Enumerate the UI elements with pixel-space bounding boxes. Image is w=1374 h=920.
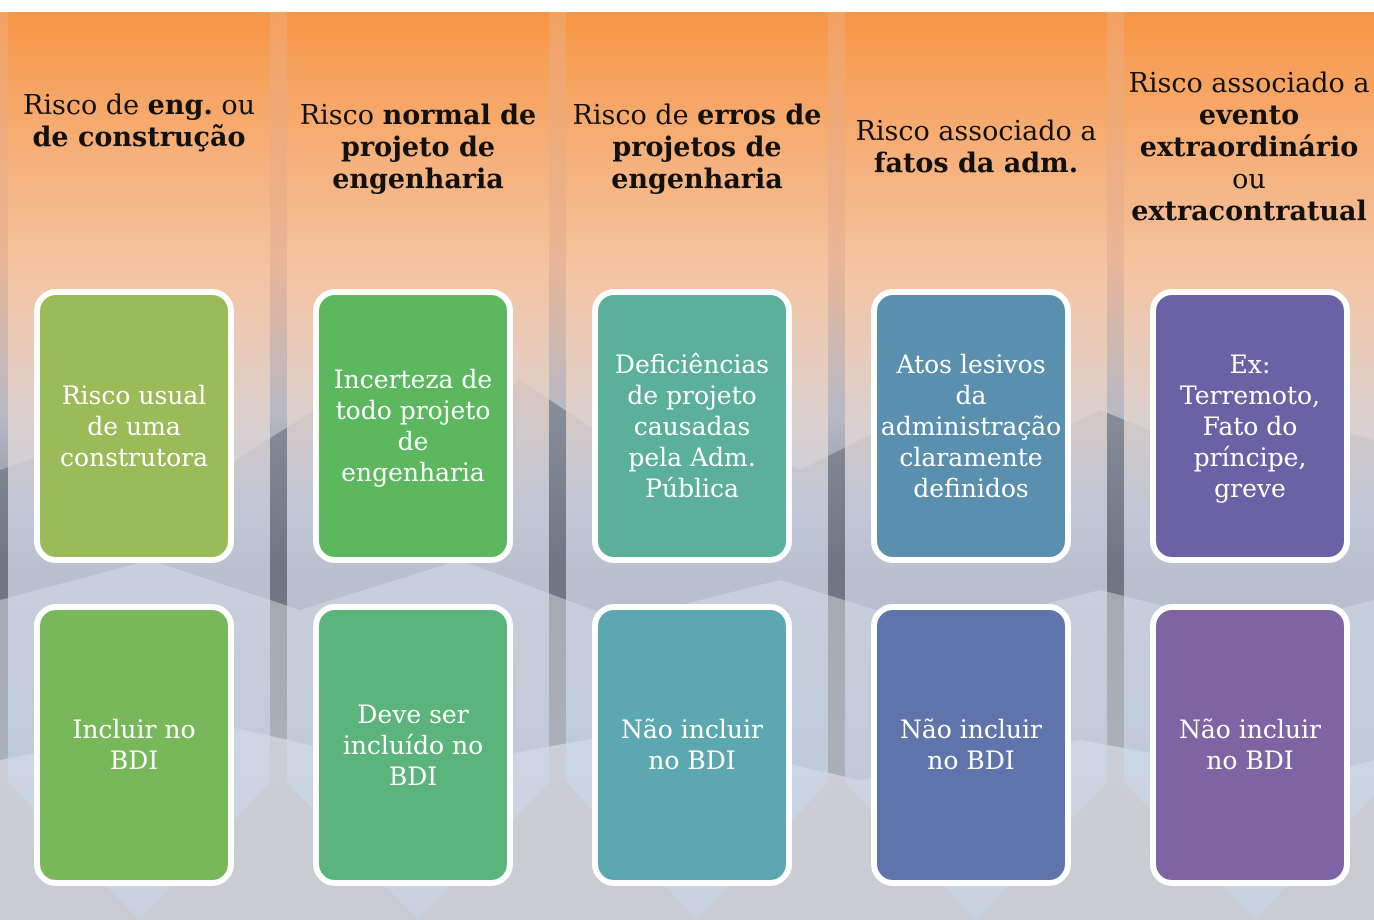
column-title: Risco associado a fatos da adm. xyxy=(855,116,1097,179)
description-box: Incerteza de todo projeto de engenharia xyxy=(313,289,513,563)
description-box: Deficiências de projeto causadas pela Ad… xyxy=(592,289,792,563)
column-title: Risco de erros de projetos de engenharia xyxy=(572,100,822,195)
risk-column-1: Risco de eng. ou de construção Risco usu… xyxy=(8,12,270,920)
risk-column-5: Risco associado a evento extraordinário … xyxy=(1124,12,1374,920)
bdi-box: Não incluir no BDI xyxy=(871,604,1071,886)
bdi-box: Não incluir no BDI xyxy=(592,604,792,886)
description-box: Ex: Terremoto, Fato do príncipe, greve xyxy=(1150,289,1350,563)
bdi-box: Incluir no BDI xyxy=(34,604,234,886)
column-title: Risco associado a evento extraordinário … xyxy=(1128,68,1370,227)
description-box: Atos lesivos da administração claramente… xyxy=(871,289,1071,563)
description-box: Risco usual de uma construtora xyxy=(34,289,234,563)
risk-column-4: Risco associado a fatos da adm. Atos les… xyxy=(845,12,1107,920)
bdi-box: Deve ser incluído no BDI xyxy=(313,604,513,886)
column-title: Risco de eng. ou de construção xyxy=(23,90,255,153)
risk-column-3: Risco de erros de projetos de engenharia… xyxy=(566,12,828,920)
risk-column-2: Risco normal de projeto de engenharia In… xyxy=(287,12,549,920)
bdi-box: Não incluir no BDI xyxy=(1150,604,1350,886)
column-title: Risco normal de projeto de engenharia xyxy=(299,100,537,195)
